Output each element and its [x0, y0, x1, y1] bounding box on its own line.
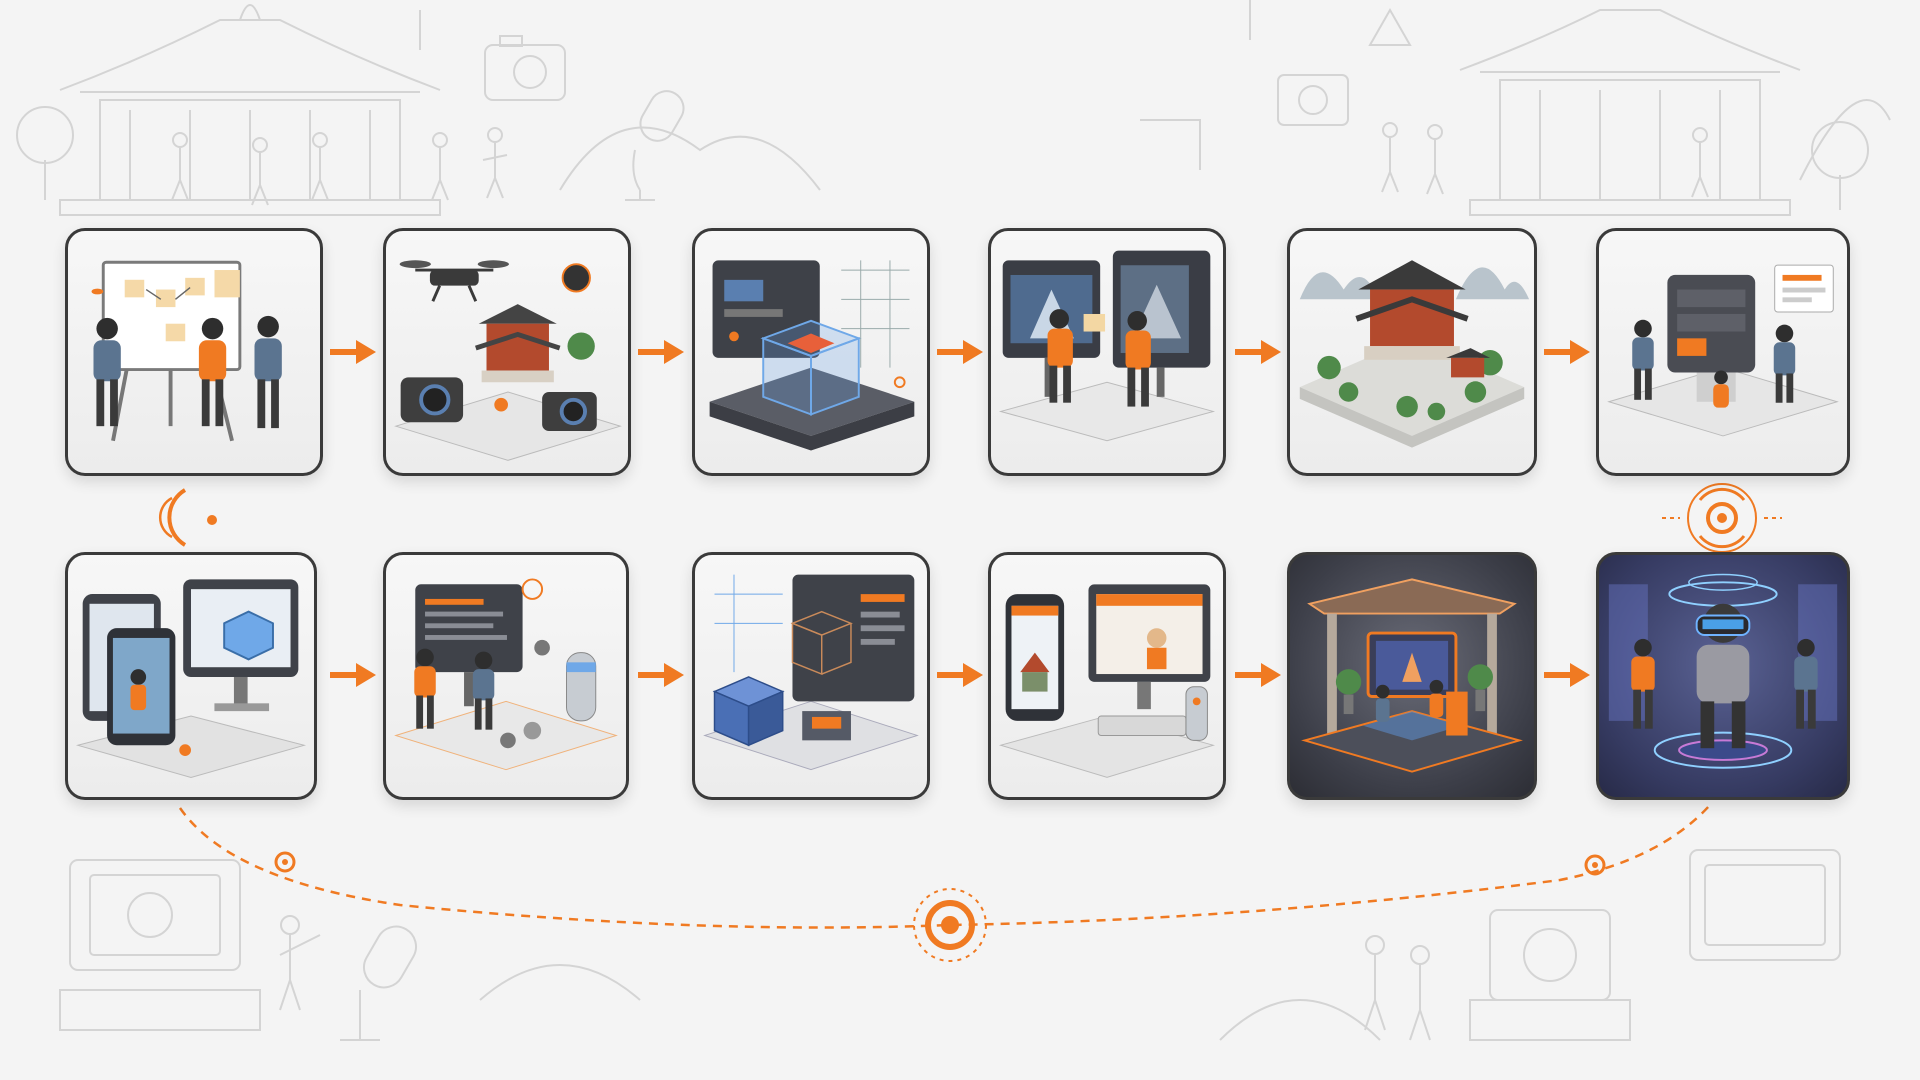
arrow-right-icon — [937, 340, 983, 364]
multi-device-illustration — [998, 584, 1216, 778]
drone-capture-illustration — [394, 260, 622, 461]
wireframe-cube-illustration — [709, 260, 915, 451]
designers-monitors-illustration — [998, 250, 1216, 442]
microphone-icon — [625, 90, 685, 201]
step-card-4 — [988, 228, 1226, 476]
step-card-2 — [383, 228, 631, 476]
camera-icon — [484, 35, 566, 101]
target-icon — [913, 888, 987, 962]
server-review-illustration — [1607, 264, 1839, 437]
arrow-right-icon — [1544, 340, 1590, 364]
tablet-monitor-illustration — [75, 579, 307, 778]
target-icon — [1662, 483, 1782, 553]
step-card-5 — [1287, 228, 1537, 476]
step-card-10 — [988, 552, 1226, 800]
step-card-3 — [692, 228, 930, 476]
temple-sketch-icon — [59, 4, 441, 216]
step-card-11 — [1287, 552, 1537, 800]
step-card-9 — [692, 552, 930, 800]
step-card-1 — [65, 228, 323, 476]
team-planning-illustration — [91, 260, 282, 442]
arrow-right-icon — [638, 340, 684, 364]
temple-diorama-illustration — [1299, 260, 1530, 448]
arrow-right-icon — [937, 663, 983, 687]
wireframe-blocks-illustration — [703, 574, 919, 771]
arrow-right-icon — [1235, 663, 1281, 687]
arrow-right-icon — [638, 663, 684, 687]
step-card-7 — [65, 552, 317, 800]
vr-experience-illustration — [1608, 573, 1838, 769]
arrow-right-icon — [330, 340, 376, 364]
step-card-6 — [1596, 228, 1850, 476]
developers-tools-illustration — [394, 578, 618, 771]
arrow-right-icon — [1544, 663, 1590, 687]
exhibition-pavilion-illustration — [1301, 578, 1523, 773]
arrow-right-icon — [1235, 340, 1281, 364]
arrow-right-icon — [330, 663, 376, 687]
step-card-12 — [1596, 552, 1850, 800]
step-card-8 — [383, 552, 629, 800]
